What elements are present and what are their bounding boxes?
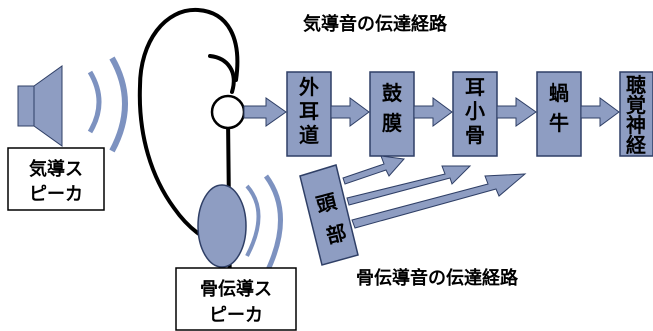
svg-text:ピーカ: ピーカ (209, 305, 263, 326)
arrow-ossicles-to-cochlea (496, 97, 537, 127)
eardrum-box: 鼓 膜 (369, 71, 415, 157)
arrow-head-to-cochlea (351, 173, 527, 229)
svg-text:耳: 耳 (465, 75, 485, 99)
ossicles-box: 耳 小 骨 (452, 71, 498, 157)
arrow-ear-to-outer-canal (243, 97, 287, 127)
svg-text:耳: 耳 (299, 99, 319, 123)
arrow-outer-canal-to-eardrum (330, 97, 370, 127)
air-path-arrows (243, 97, 620, 127)
bone-sound-waves-icon (245, 174, 283, 276)
outer-ear-canal-box: 外 耳 道 (286, 71, 332, 157)
svg-text:経: 経 (626, 133, 647, 157)
svg-text:小: 小 (465, 99, 485, 123)
air-speaker-label: 気導ス ピーカ (7, 147, 105, 211)
arrow-eardrum-to-ossicles (413, 97, 453, 127)
svg-text:聴: 聴 (626, 73, 646, 97)
svg-text:骨伝導ス: 骨伝導ス (200, 278, 272, 300)
svg-text:牛: 牛 (549, 111, 569, 135)
air-speaker-icon (17, 65, 63, 147)
svg-text:道: 道 (299, 123, 319, 147)
bone-speaker-label: 骨伝導ス ピーカ (175, 267, 297, 331)
svg-text:蝸: 蝸 (549, 81, 569, 105)
bone-path-arrows (342, 155, 527, 229)
svg-text:神: 神 (626, 113, 646, 137)
svg-text:気導ス: 気導ス (29, 158, 83, 180)
svg-text:ピーカ: ピーカ (29, 184, 83, 205)
svg-text:膜: 膜 (381, 111, 402, 135)
svg-text:鼓: 鼓 (382, 81, 403, 105)
arrow-head-to-ossicles (346, 165, 472, 206)
ear-canal-icon (210, 94, 246, 130)
air-conduction-title: 気導音の伝達経路 (303, 13, 448, 35)
svg-text:骨: 骨 (465, 123, 485, 147)
air-sound-waves-icon (87, 56, 128, 153)
arrow-cochlea-to-nerve (580, 97, 620, 127)
svg-text:覚: 覚 (626, 93, 646, 117)
svg-text:外: 外 (299, 75, 319, 99)
bone-speaker-icon (197, 184, 247, 268)
auditory-nerve-box: 聴 覚 神 経 (619, 71, 653, 157)
head-box: 頭 部 (299, 164, 359, 266)
bone-conduction-title: 骨伝導音の伝達経路 (356, 267, 519, 289)
arrow-head-to-eardrum (342, 155, 405, 185)
cochlea-box: 蝸 牛 (536, 71, 582, 157)
